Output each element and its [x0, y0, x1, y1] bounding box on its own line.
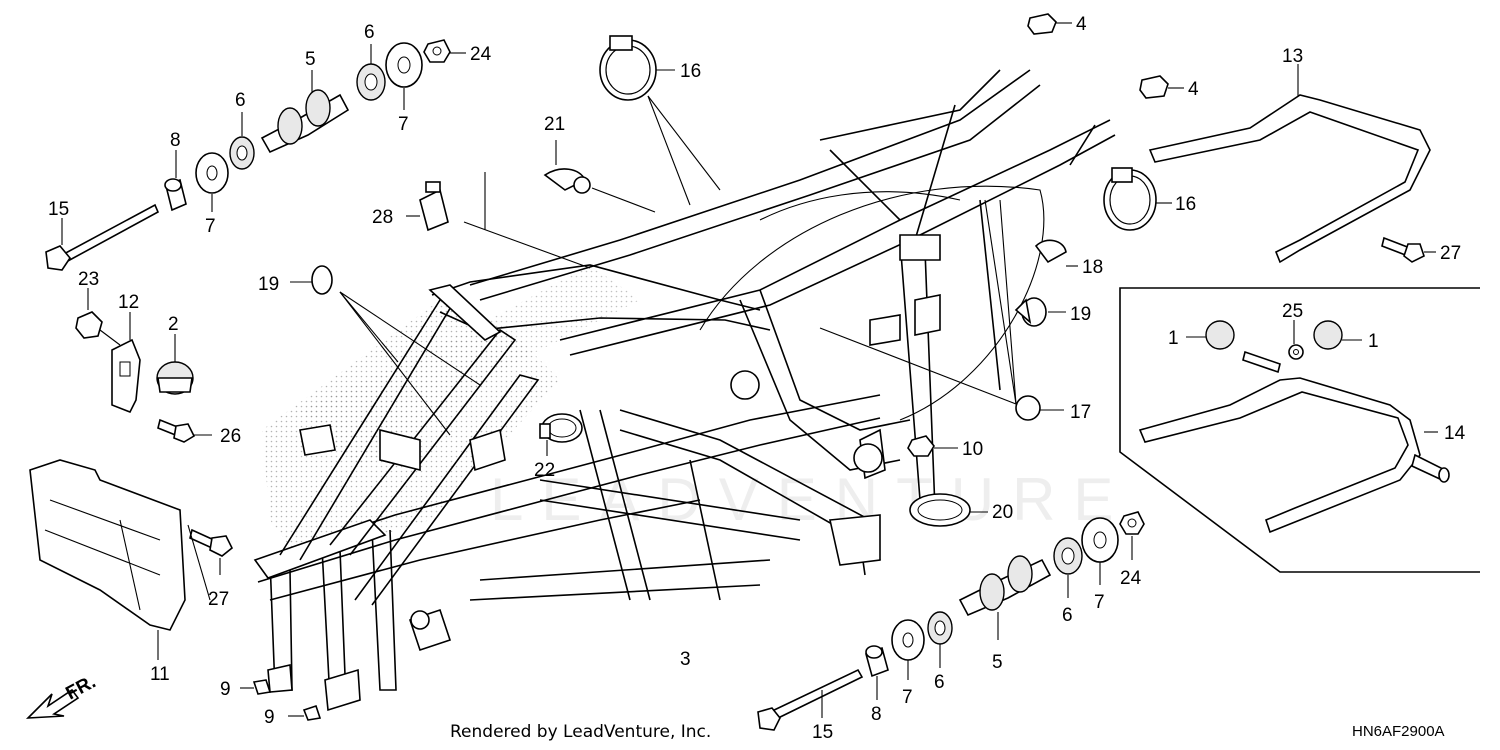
plate-12: [111, 312, 141, 414]
callout-label: 4: [1188, 79, 1199, 100]
collar-8-bottom: [865, 645, 889, 700]
callout-label: 21: [544, 114, 565, 135]
nut-23: [75, 288, 121, 346]
callout-label: 6: [934, 672, 945, 693]
callout-label: 16: [1175, 194, 1196, 215]
seal-7-right: [1081, 517, 1119, 585]
callout-label: 24: [1120, 568, 1142, 589]
nut-9-lower: [288, 704, 322, 721]
callout-label: 20: [992, 502, 1013, 523]
callout-label: 6: [1062, 605, 1073, 626]
callout-label: 8: [871, 704, 882, 725]
nut-10: [907, 435, 958, 457]
spline-collar-5-bottom: [958, 555, 1052, 640]
front-guard-11: [29, 459, 186, 660]
callout-label: 5: [305, 49, 316, 70]
seal-7-bottom: [891, 619, 925, 680]
diagram-code: HN6AF2900A: [1352, 723, 1445, 740]
bracket-28: [406, 172, 591, 269]
callout-label: 15: [812, 722, 833, 743]
bolt-26: [157, 418, 212, 443]
callout-label: 7: [398, 114, 409, 135]
clip-18: [1034, 239, 1078, 267]
clamp-17: [819, 199, 1064, 421]
bearing-6-top: [356, 44, 386, 101]
callout-label: 6: [235, 90, 246, 111]
clamp-20: [909, 493, 988, 527]
nut-9-upper: [240, 679, 272, 695]
bolt-15-top: [45, 203, 160, 271]
callout-label: 7: [205, 216, 216, 237]
callout-label: 9: [220, 679, 231, 700]
clip-21: [543, 140, 656, 213]
carrier-13: [1148, 64, 1431, 264]
bearing-6-right: [1053, 537, 1083, 598]
render-credit: Rendered by LeadVenture, Inc.: [450, 722, 711, 742]
seal-7-left: [195, 152, 229, 212]
callout-label: 16: [680, 61, 701, 82]
callout-label: 27: [1440, 243, 1461, 264]
callout-label: 8: [170, 130, 181, 151]
callout-label: 9: [264, 707, 275, 728]
callout-label: 18: [1082, 257, 1103, 278]
bolt-27-left: [187, 524, 234, 601]
callout-label: 14: [1444, 423, 1466, 444]
rubber-mount-2: [156, 334, 194, 395]
grommet-4-top: [1027, 13, 1072, 35]
bearing-6-bottom: [927, 611, 953, 668]
frame-body: [253, 69, 1116, 712]
clamp-19-right: [1014, 297, 1066, 327]
clamp-22: [539, 413, 583, 456]
callout-label: 3: [680, 649, 691, 670]
front-direction-arrow: FR.: [25, 672, 99, 719]
callout-label: 7: [902, 687, 913, 708]
inset-panel: [1119, 287, 1480, 573]
callout-label: 4: [1076, 14, 1087, 35]
band-clamp-16-right: [1103, 167, 1172, 231]
nut-24-top: [423, 39, 466, 63]
callout-label: 1: [1168, 328, 1179, 349]
callout-label: 17: [1070, 402, 1091, 423]
seal-7-top: [385, 42, 423, 110]
bearing-6-left: [229, 112, 255, 170]
collar-8-top: [164, 150, 187, 212]
callout-labels: 4 24 6 5 7 16 13 4 6 8 7 15 21 16 28 27 …: [48, 14, 1466, 743]
callout-label: 19: [1070, 304, 1091, 325]
callout-label: 26: [220, 426, 241, 447]
callout-label: 1: [1368, 331, 1379, 352]
callout-label: 23: [78, 269, 99, 290]
callout-label: 6: [364, 22, 375, 43]
callout-label: 24: [470, 44, 492, 65]
bolt-15-bottom: [757, 668, 864, 731]
callout-label: 10: [962, 439, 983, 460]
callout-label: 19: [258, 274, 279, 295]
spline-collar-5-top: [260, 70, 350, 154]
grommet-4-rear: [1139, 75, 1184, 99]
callout-label: 15: [48, 199, 69, 220]
callout-label: 12: [118, 292, 139, 313]
callout-label: 13: [1282, 46, 1303, 67]
callout-label: 28: [372, 207, 393, 228]
callout-label: 27: [208, 589, 229, 610]
callout-label: 7: [1094, 592, 1105, 613]
callout-label: 5: [992, 652, 1003, 673]
callout-label: 22: [534, 460, 555, 481]
bolt-27-right: [1381, 236, 1436, 263]
callout-label: 11: [150, 664, 170, 685]
clamp-19-left: [290, 265, 481, 436]
band-clamp-16-top: [599, 35, 721, 206]
nut-24-right: [1119, 511, 1145, 560]
callout-label: 25: [1282, 301, 1303, 322]
callout-label: 2: [168, 314, 179, 335]
